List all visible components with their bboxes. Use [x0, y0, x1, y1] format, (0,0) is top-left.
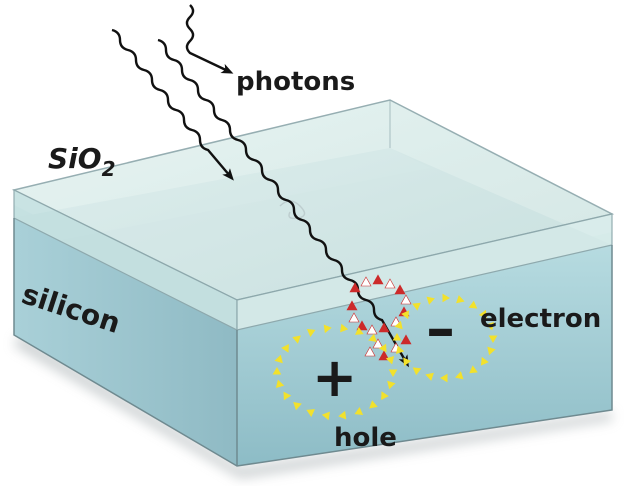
generation-marker — [394, 284, 406, 295]
hole-charge-mark — [306, 329, 316, 337]
hole-charge-ring — [272, 323, 398, 421]
photon-wave-1 — [185, 4, 234, 74]
hole-charge-mark — [340, 323, 349, 333]
hole-charge-mark — [378, 343, 387, 353]
generation-marker — [372, 274, 384, 285]
hole-charge-mark — [272, 367, 282, 375]
photon-wave-3 — [157, 38, 409, 368]
hole-charge-mark — [293, 402, 302, 411]
electron-charge-mark — [469, 365, 478, 374]
hole-charge-mark — [274, 354, 283, 364]
generation-marker — [346, 300, 358, 311]
hole-charge-mark — [387, 380, 396, 390]
electron-charge-mark — [401, 310, 410, 320]
generation-marker — [378, 350, 390, 361]
hole-charge-mark — [354, 407, 364, 415]
electron-charge-mark — [392, 333, 402, 341]
electron-charge-mark — [488, 335, 498, 343]
electron-charge-mark — [396, 345, 405, 354]
generation-marker — [349, 282, 361, 293]
hole-plus-sign: + — [312, 346, 357, 409]
generation-marker — [364, 346, 376, 357]
hole-charge-mark — [368, 333, 377, 342]
generation-marker — [360, 276, 372, 287]
hole-charge-mark — [323, 324, 332, 334]
photons-label: photons — [236, 67, 355, 97]
electron-charge-mark — [480, 356, 489, 366]
electron-minus-sign: – — [426, 294, 455, 362]
hole-charge-mark — [321, 411, 330, 421]
generation-marker — [400, 294, 412, 305]
hole-charge-mark — [281, 344, 289, 353]
generation-marker — [366, 324, 378, 335]
hole-charge-mark — [292, 335, 301, 344]
generation-marker — [378, 322, 390, 333]
electron-charge-mark — [478, 309, 487, 319]
hole-charge-mark — [385, 356, 395, 365]
hole-charge-mark — [283, 391, 292, 401]
block-shadow — [14, 335, 612, 478]
silicon-left-face — [14, 205, 237, 466]
hole-charge-mark — [338, 410, 347, 420]
hole-charge-mark — [355, 327, 364, 335]
electron-charge-mark — [455, 371, 464, 380]
hole-charge-mark — [381, 391, 389, 400]
hole-charge-mark — [388, 369, 398, 377]
electron-charge-mark — [412, 367, 422, 376]
generation-marker — [384, 278, 396, 289]
hole-label: hole — [334, 423, 397, 453]
electron-charge-mark — [403, 357, 412, 367]
silicon-right-face — [237, 232, 612, 466]
hole-charge-mark — [306, 409, 315, 417]
hole-charge-mark — [275, 379, 285, 388]
electron-charge-mark — [456, 295, 465, 304]
electron-charge-mark — [487, 346, 496, 356]
electron-charge-mark — [442, 293, 450, 303]
electron-charge-mark — [468, 300, 478, 309]
electron-charge-mark — [425, 372, 434, 381]
electron-charge-mark — [485, 322, 494, 331]
photon-wave-2 — [111, 28, 234, 181]
electron-charge-mark — [440, 373, 448, 383]
generation-marker — [400, 334, 412, 345]
generation-marker — [372, 338, 384, 349]
electron-charge-ring — [392, 293, 498, 383]
electron-charge-mark — [426, 296, 435, 305]
electron-charge-mark — [394, 320, 403, 330]
electron-charge-mark — [412, 302, 421, 311]
electron-label: electron — [480, 304, 601, 334]
generation-marker — [348, 312, 360, 323]
sio2-label: SiO2 — [48, 142, 116, 181]
hole-charge-mark — [369, 400, 378, 409]
generation-marker — [356, 320, 368, 331]
